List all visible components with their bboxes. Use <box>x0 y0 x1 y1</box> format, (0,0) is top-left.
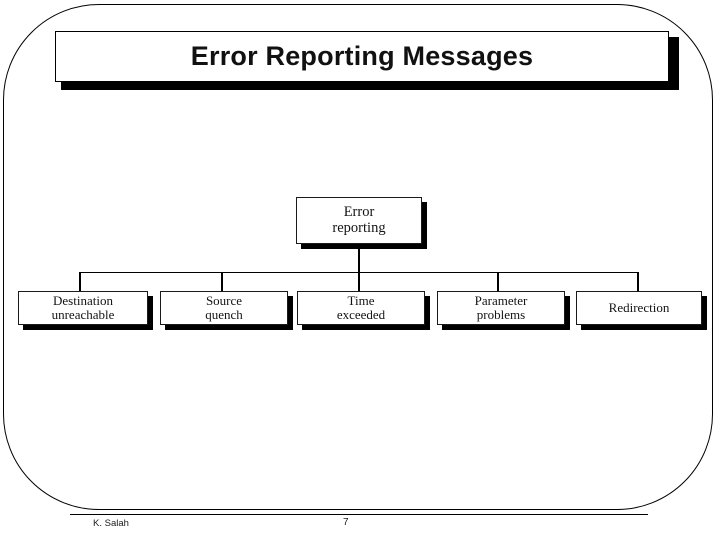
footer-divider <box>70 514 648 515</box>
title-banner: Error Reporting Messages <box>55 31 669 82</box>
footer-author: K. Salah <box>93 518 129 529</box>
slide-rounded-border <box>3 4 713 510</box>
page-title: Error Reporting Messages <box>190 41 534 71</box>
footer-page-number: 7 <box>343 517 349 528</box>
